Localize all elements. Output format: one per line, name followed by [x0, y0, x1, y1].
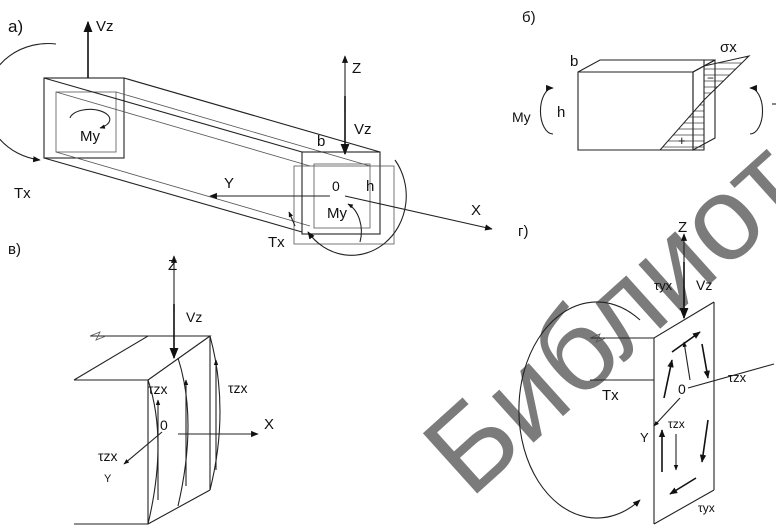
flow-arrow-7 [682, 341, 691, 381]
tau-zx-label-bottom-g: τzx [668, 417, 685, 431]
beam-edge-inner-top2 [115, 91, 371, 167]
vz-right-label: Vz [354, 121, 372, 138]
x-axis-g [687, 363, 775, 389]
shear-curve-3 [209, 335, 221, 491]
height-h-label-b: h [557, 104, 565, 121]
flow-arrow-2 [701, 343, 710, 379]
vz-label-v: Vz [186, 309, 202, 325]
beam-left-face-outer [43, 77, 125, 159]
tau-zx-label-right-g: τzx [728, 370, 747, 385]
beam-edge-inner-bottom [55, 151, 311, 227]
beam-break-line [89, 331, 107, 341]
z-axis-label-v: Z [168, 257, 177, 274]
my-arc-b-left [539, 84, 554, 135]
y-axis-v [123, 431, 163, 465]
my-label-b: My [512, 109, 531, 125]
beam-left-face-inner [55, 91, 117, 153]
panel-b: б) − + b σx h My [512, 9, 776, 151]
flow-arrow-6 [663, 359, 674, 399]
panel-v-label: в) [8, 241, 21, 258]
vz-left-label: Vz [96, 18, 114, 35]
shear-curve-1 [147, 379, 159, 525]
beam-edge-inner-top [55, 91, 311, 167]
flow-arrow-4 [669, 477, 697, 495]
my-right-label: My [327, 205, 347, 222]
tx-right-label: Tx [268, 234, 285, 251]
beam-edge-top2 [123, 77, 381, 153]
y-axis-label-g: Y [640, 430, 649, 445]
tau-zx-label-right: τzx [228, 380, 248, 396]
beam-edge-bottom [43, 157, 303, 233]
my-left-arc [69, 108, 111, 129]
panel-a: а) Vz Tx My Z Vz b Y 0 h [0, 17, 493, 256]
x-axis-label-v: X [264, 416, 274, 433]
stress-sign-minus: − [707, 71, 714, 85]
vz-label-g: Vz [696, 277, 712, 293]
panel-g-label: г) [518, 223, 528, 240]
beam-segment-top [73, 335, 212, 381]
tx-left-arc [0, 42, 57, 163]
width-b-label-a: b [317, 133, 325, 150]
y-axis-label-v: Y [104, 473, 112, 485]
my-arc-b-right [749, 84, 764, 135]
tx-right-arc [307, 159, 407, 256]
x-axis-a [344, 195, 493, 231]
y-axis-g [653, 397, 681, 427]
panel-b-label: б) [522, 9, 536, 26]
tx-label-g: Tx [602, 387, 619, 404]
width-b-label-b: b [570, 53, 578, 70]
tx-right-tick [288, 211, 296, 227]
tau-yx-label-top: τyx [654, 278, 673, 293]
sigma-x-label: σx [720, 39, 737, 56]
beam-g-bottom-edge [653, 489, 715, 525]
stress-sign-plus: + [678, 133, 686, 148]
panel-a-label: а) [8, 17, 23, 36]
beam-segment-bottom-edge [147, 489, 211, 525]
panel-v: в) Z Vz τzx τzx X 0 τzx Y [8, 241, 274, 525]
flow-arrow-3 [699, 419, 709, 463]
torque-arc-g [518, 301, 641, 519]
tau-yx-label-bottom-g: τyx [698, 501, 715, 515]
beam-right-face-frame [293, 165, 395, 245]
shear-curve-2 [177, 357, 189, 507]
panel-g: г) Z Vz τyx Tx 0 τzx Y τzx [518, 219, 775, 525]
z-axis-label-a: Z [352, 60, 361, 77]
tau-zx-label-top: τzx [148, 381, 168, 397]
x-axis-label-a: X [471, 202, 481, 219]
beam-g-break-line [589, 333, 607, 343]
origin-label-v: 0 [160, 417, 168, 433]
my-right-arc [347, 203, 362, 243]
origin-label-g: 0 [678, 381, 686, 397]
beam-segment-front [74, 379, 149, 525]
tau-zx-label-left: τzx [98, 448, 118, 464]
height-h-label-a: h [366, 178, 374, 195]
section-top-face [577, 59, 716, 73]
beam-edge-top [43, 77, 303, 153]
y-axis-label-a: Y [224, 175, 234, 192]
tx-left-label: Tx [14, 185, 31, 202]
z-axis-label-g: Z [678, 219, 687, 236]
my-left-label: My [80, 128, 100, 145]
origin-label-a: 0 [332, 178, 340, 194]
